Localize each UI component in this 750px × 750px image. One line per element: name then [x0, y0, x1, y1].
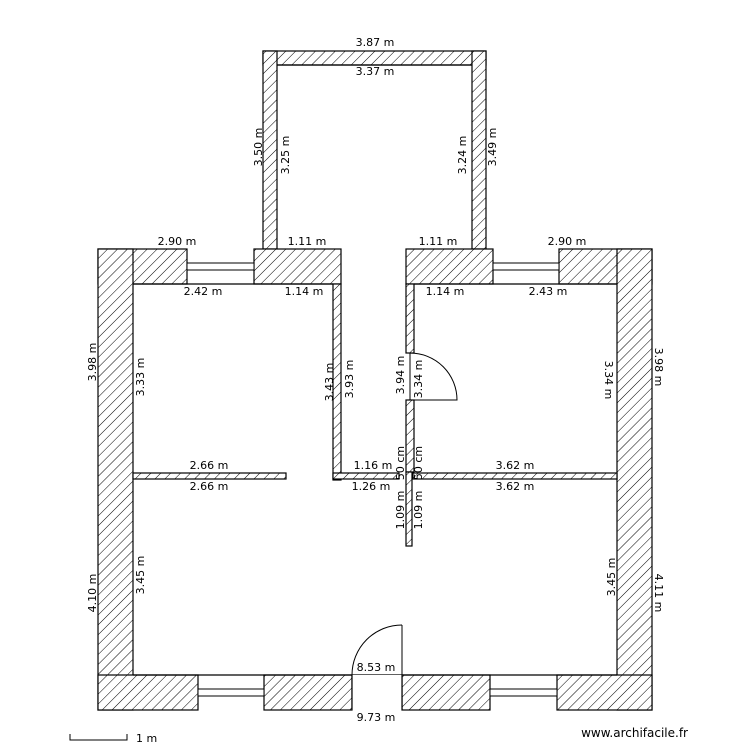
- top-room-wall-right: [471, 50, 487, 250]
- dim-left-outer-upper: 3.98 m: [86, 343, 99, 382]
- dim-doorway-b: 50 cm: [412, 446, 425, 480]
- dim-corr-right-outer: 3.34 m: [412, 360, 425, 399]
- top-room-wall-left: [262, 50, 278, 250]
- dim-wall-right-mid: 1.11 m: [419, 235, 458, 248]
- scale-label: 1 m: [136, 732, 157, 745]
- dim-bottom-inner: 8.53 m: [357, 661, 396, 674]
- corridor-wall-right: [405, 283, 415, 354]
- partition-left: [132, 472, 287, 480]
- windows: [186, 262, 560, 697]
- dim-stub-b: 1.09 m: [412, 491, 425, 530]
- window-south-left: [197, 688, 265, 697]
- dim-part-right-bottom: 3.62 m: [496, 480, 535, 493]
- scale-bar: 1 m: [69, 732, 157, 745]
- dim-wall-left-outer: 2.90 m: [158, 235, 197, 248]
- dim-left-inner-lower: 3.45 m: [134, 556, 147, 595]
- dim-wall-left-mid: 1.11 m: [288, 235, 327, 248]
- dim-doorway-a: 50 cm: [394, 446, 407, 480]
- dim-corr-bottom-bottom: 1.26 m: [352, 480, 391, 493]
- west-wall: [97, 248, 134, 711]
- partition-right: [412, 472, 618, 480]
- dim-corr-bottom-top: 1.16 m: [354, 459, 393, 472]
- dim-corr-right-inner: 3.94 m: [394, 356, 407, 395]
- dim-part-right-top: 3.62 m: [496, 459, 535, 472]
- dim-corr-left-outer: 3.43 m: [323, 363, 336, 402]
- dim-right-inner-lower: 3.45 m: [605, 558, 618, 597]
- east-wall: [616, 248, 653, 711]
- south-wall-seg-4: [556, 674, 653, 711]
- dim-ne-inner-height: 3.34 m: [602, 361, 615, 400]
- dim-left-outer-lower: 4.10 m: [86, 574, 99, 613]
- window-south-right: [489, 688, 558, 697]
- dimension-labels: 3.87 m 3.37 m 2.90 m 1.11 m 1.11 m 2.90 …: [86, 36, 665, 724]
- dim-part-left-bottom: 2.66 m: [190, 480, 229, 493]
- dim-bottom-outer: 9.73 m: [357, 711, 396, 724]
- door-corridor-right: [409, 352, 458, 401]
- dim-top-inner: 3.37 m: [356, 65, 395, 78]
- doors: [351, 352, 458, 710]
- dim-top-outer: 3.87 m: [356, 36, 395, 49]
- dim-right-outer-lower: 4.11 m: [652, 574, 665, 613]
- window-north-left: [186, 262, 255, 271]
- top-room-wall-top: [262, 50, 487, 66]
- south-wall-seg-2: [263, 674, 353, 711]
- dim-corr-left-inner: 3.93 m: [343, 360, 356, 399]
- dim-left-inner-upper: 3.33 m: [134, 358, 147, 397]
- dim-top-left-outer: 3.50 m: [252, 128, 265, 167]
- dim-nw-inner-right: 1.14 m: [285, 285, 324, 298]
- room-outlines: [133, 64, 617, 676]
- dim-wall-right-outer: 2.90 m: [548, 235, 587, 248]
- watermark: www.archifacile.fr: [581, 726, 688, 740]
- corridor-wall-left: [332, 283, 342, 481]
- dim-ne-inner-width: 2.43 m: [529, 285, 568, 298]
- dim-ne-inner-left: 1.14 m: [426, 285, 465, 298]
- north-wall-pier-right: [405, 248, 494, 285]
- dim-stub-a: 1.09 m: [394, 491, 407, 530]
- dim-part-left-top: 2.66 m: [190, 459, 229, 472]
- dim-nw-inner-width: 2.42 m: [184, 285, 223, 298]
- dim-top-right-inner: 3.24 m: [456, 136, 469, 175]
- door-entrance: [351, 624, 403, 710]
- dim-top-left-inner: 3.25 m: [279, 136, 292, 175]
- window-north-right: [492, 262, 560, 271]
- dim-top-right-outer: 3.49 m: [486, 128, 499, 167]
- north-wall-pier-left: [253, 248, 342, 285]
- dim-right-outer-upper: 3.98 m: [652, 348, 665, 387]
- walls: [97, 50, 653, 711]
- stub-wall: [405, 471, 413, 547]
- south-wall-seg-1: [97, 674, 199, 711]
- south-wall-seg-3: [401, 674, 491, 711]
- partition-corridor: [332, 472, 400, 480]
